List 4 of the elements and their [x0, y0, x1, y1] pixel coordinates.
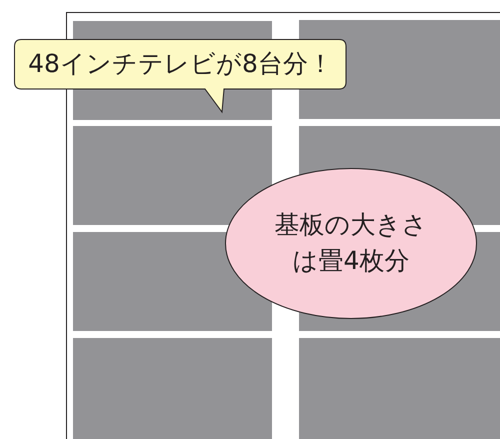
callout-text: 48インチテレビが8台分！ [27, 48, 334, 80]
ellipse-text: 基板の大きさは畳4枚分 [274, 209, 428, 277]
ellipse-callout [225, 168, 477, 319]
speech-bubble [14, 39, 347, 113]
